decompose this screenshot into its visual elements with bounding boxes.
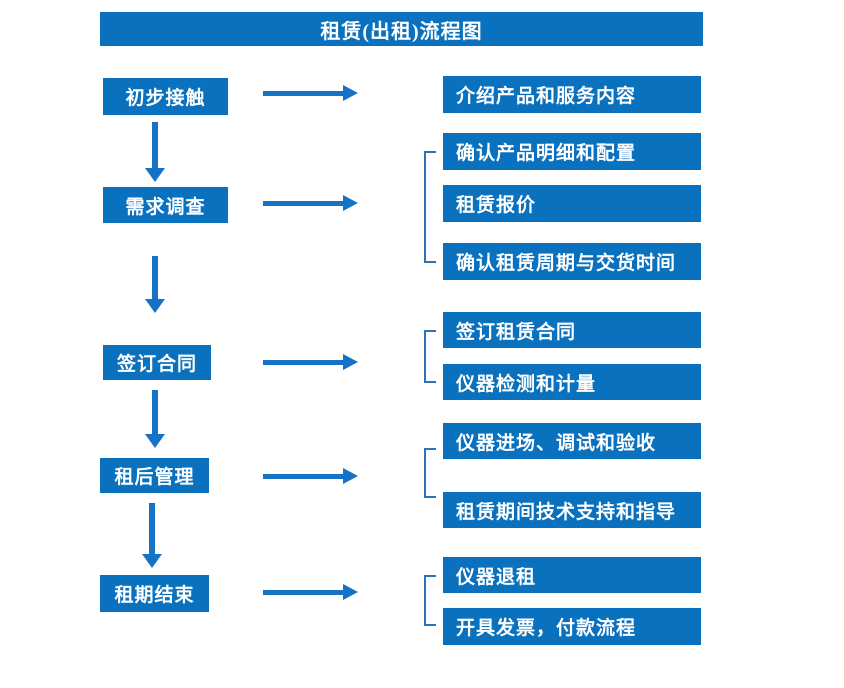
arrow-head (343, 584, 358, 600)
output-label: 介绍产品和服务内容 (456, 86, 637, 107)
arrow-shaft (149, 503, 155, 554)
output-box: 确认产品明细和配置 (443, 133, 701, 170)
down-arrow-icon (145, 256, 165, 313)
group-bracket (424, 448, 436, 498)
arrow-shaft (263, 90, 343, 96)
step-box-initial-contact: 初步接触 (103, 78, 228, 115)
output-box: 介绍产品和服务内容 (443, 76, 701, 113)
arrow-shaft (263, 589, 343, 595)
arrow-shaft (152, 256, 158, 299)
output-box: 仪器退租 (443, 557, 701, 593)
right-arrow-icon (263, 468, 358, 484)
group-bracket (424, 330, 436, 383)
down-arrow-icon (142, 503, 162, 568)
step-box-rental-end: 租期结束 (100, 575, 209, 612)
output-box: 租赁期间技术支持和指导 (443, 492, 701, 528)
right-arrow-icon (263, 195, 358, 211)
output-box: 确认租赁周期与交货时间 (443, 243, 701, 280)
arrow-head (343, 195, 358, 211)
arrow-shaft (152, 390, 158, 434)
arrow-head (145, 168, 165, 182)
step-label: 需求调查 (125, 196, 206, 218)
output-label: 确认产品明细和配置 (456, 143, 637, 164)
right-arrow-icon (263, 584, 358, 600)
output-label: 确认租赁周期与交货时间 (456, 253, 677, 274)
arrow-head (145, 434, 165, 448)
output-label: 租赁期间技术支持和指导 (456, 501, 677, 523)
output-label: 租赁报价 (456, 195, 537, 216)
arrow-head (343, 85, 358, 101)
flowchart-title-text: 租赁(出租)流程图 (320, 20, 483, 43)
right-arrow-icon (263, 354, 358, 370)
step-label: 签订合同 (116, 354, 197, 375)
down-arrow-icon (145, 122, 165, 182)
arrow-shaft (152, 122, 158, 168)
arrow-shaft (263, 473, 343, 479)
output-box: 仪器进场、调试和验收 (443, 423, 701, 459)
down-arrow-icon (145, 390, 165, 448)
group-bracket (424, 151, 436, 263)
step-label: 租后管理 (114, 467, 195, 488)
step-box-demand-survey: 需求调查 (103, 187, 228, 223)
output-box: 签订租赁合同 (443, 312, 701, 348)
group-bracket (424, 575, 436, 626)
arrow-head (145, 299, 165, 313)
arrow-shaft (263, 359, 343, 365)
arrow-head (343, 468, 358, 484)
output-label: 仪器进场、调试和验收 (456, 432, 657, 454)
arrow-head (142, 554, 162, 568)
output-label: 仪器退租 (456, 566, 537, 588)
arrow-shaft (263, 200, 343, 206)
output-label: 开具发票，付款流程 (456, 618, 637, 639)
output-box: 开具发票，付款流程 (443, 608, 701, 645)
flowchart-title: 租赁(出租)流程图 (100, 12, 703, 46)
arrow-head (343, 354, 358, 370)
step-label: 初步接触 (125, 88, 206, 109)
output-label: 仪器检测和计量 (456, 373, 597, 395)
step-label: 租期结束 (114, 585, 195, 606)
output-box: 仪器检测和计量 (443, 364, 701, 400)
step-box-sign-contract: 签订合同 (103, 345, 211, 380)
output-box: 租赁报价 (443, 185, 701, 222)
step-box-post-rental-management: 租后管理 (100, 458, 209, 493)
right-arrow-icon (263, 85, 358, 101)
output-label: 签订租赁合同 (456, 321, 577, 343)
